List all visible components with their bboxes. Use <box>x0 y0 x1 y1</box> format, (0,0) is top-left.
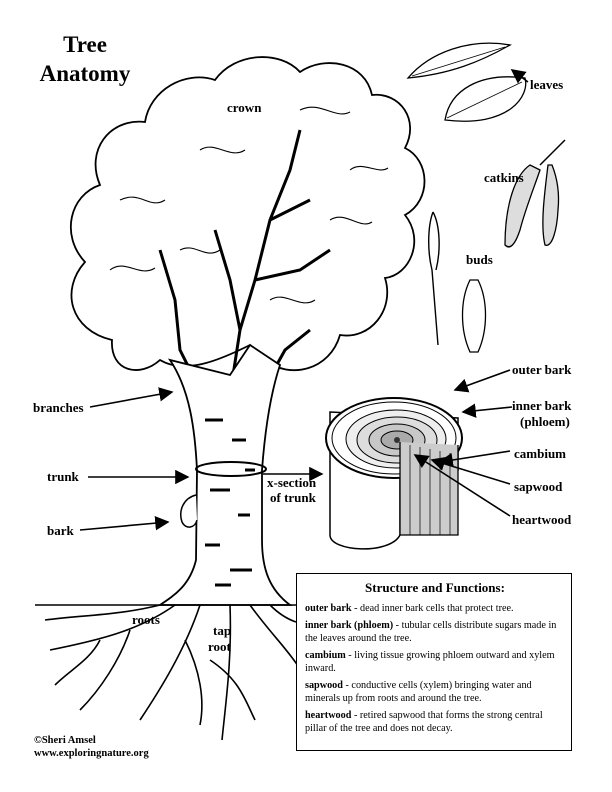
label-root: root <box>208 639 231 654</box>
catkin-1 <box>504 164 541 248</box>
trunk-cross-section <box>325 397 463 550</box>
trunk-ring <box>195 461 267 477</box>
structure-item-heartwood: heartwood - retired sapwood that forms t… <box>305 709 565 735</box>
description: - conductive cells (xylem) bringing wate… <box>305 680 532 704</box>
title-line-1: Tree <box>63 32 107 57</box>
structure-box-heading: Structure and Functions: <box>365 580 505 595</box>
term: inner bark (phloem) <box>305 620 394 631</box>
structure-item-inner-bark: inner bark (phloem) - tubular cells dist… <box>305 619 565 645</box>
structure-functions-box: Structure and Functions: outer bark - de… <box>296 573 572 751</box>
label-of-trunk: of trunk <box>270 490 316 505</box>
label-buds: buds <box>466 252 493 267</box>
label-phloem: (phloem) <box>520 414 570 429</box>
bud-twig <box>428 211 440 346</box>
title-line-2: Anatomy <box>39 61 131 86</box>
label-leaves: leaves <box>530 77 564 92</box>
description: - retired sapwood that forms the strong … <box>305 710 543 734</box>
label-outer-bark: outer bark <box>512 362 572 377</box>
label-xsection: x-section <box>267 475 317 490</box>
label-trunk: trunk <box>47 469 79 484</box>
term: sapwood <box>305 680 343 691</box>
label-roots: roots <box>132 612 160 627</box>
description: - living tissue growing phloem outward a… <box>305 650 555 674</box>
label-branches: branches <box>33 400 84 415</box>
label-tap: tap <box>213 623 232 638</box>
label-bark: bark <box>47 523 74 538</box>
credit: ©Sheri Amsel www.exploringnature.org <box>34 734 149 760</box>
label-catkins: catkins <box>484 170 524 185</box>
roots-drawing <box>44 604 311 741</box>
label-crown: crown <box>227 100 262 115</box>
description: - dead inner bark cells that protect tre… <box>351 603 514 614</box>
structure-item-outer-bark: outer bark - dead inner bark cells that … <box>305 602 565 615</box>
term: cambium <box>305 650 346 661</box>
structure-item-cambium: cambium - living tissue growing phloem o… <box>305 649 565 675</box>
leaf-lower <box>444 76 527 122</box>
term: outer bark <box>305 603 352 614</box>
catkin-2 <box>542 164 560 246</box>
bud-closeup <box>461 279 487 353</box>
bark-flap <box>180 494 198 528</box>
branches-drawing <box>158 129 331 401</box>
page-title: Tree Anatomy <box>30 30 140 88</box>
structure-item-sapwood: sapwood - conductive cells (xylem) bring… <box>305 679 565 705</box>
credit-author: ©Sheri Amsel <box>34 735 96 746</box>
label-heartwood: heartwood <box>512 512 572 527</box>
credit-website-link[interactable]: www.exploringnature.org <box>34 748 149 759</box>
description: - tubular cells distribute sugars made i… <box>305 620 557 644</box>
label-sapwood: sapwood <box>514 479 563 494</box>
label-cambium: cambium <box>514 446 566 461</box>
label-inner-bark: inner bark <box>512 398 572 413</box>
term: heartwood <box>305 710 352 721</box>
